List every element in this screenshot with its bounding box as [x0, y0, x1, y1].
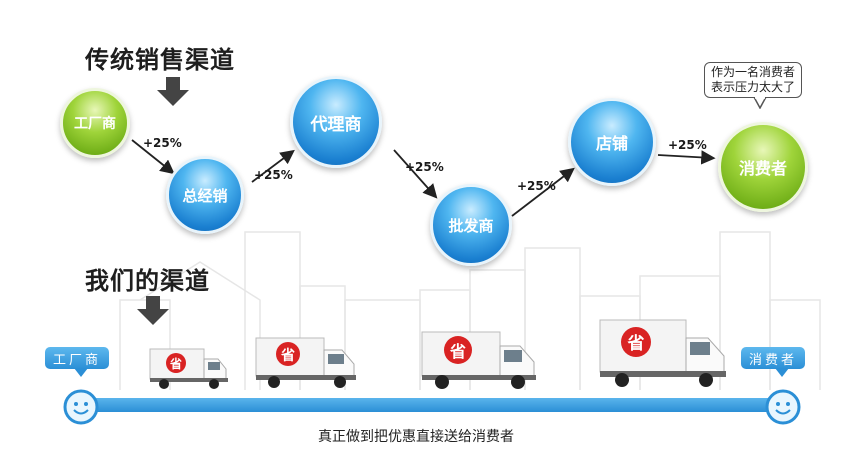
- markup-label: +25%: [405, 160, 444, 174]
- tag-pointer: [775, 368, 789, 377]
- delivery-truck-icon: 省: [255, 337, 356, 388]
- direct-channel-bar: [78, 398, 790, 412]
- timeline-start-label: 工厂商: [53, 352, 102, 368]
- node-consumer-label: 消费者: [738, 159, 787, 178]
- smiley-icon: [765, 389, 801, 425]
- down-arrow-icon: [137, 296, 169, 325]
- truck-badge: 省: [627, 333, 645, 354]
- node-wholesaler: 批发商: [430, 184, 512, 266]
- speech-line-1: 作为一名消费者: [711, 65, 796, 79]
- timeline-start-tag: 工厂商: [45, 347, 110, 369]
- traditional-channel-title: 传统销售渠道: [85, 46, 235, 74]
- timeline-end-label: 消费者: [749, 352, 798, 368]
- truck-badge: 省: [449, 342, 466, 361]
- delivery-truck-icon: 省: [599, 319, 726, 387]
- node-store-label: 店铺: [595, 134, 628, 153]
- speech-bubble-tail: [753, 97, 767, 109]
- node-consumer: 消费者: [718, 122, 808, 212]
- truck-badge: 省: [169, 356, 182, 371]
- tag-pointer: [74, 368, 88, 377]
- node-distributor: 总经销: [166, 156, 244, 234]
- timeline-caption: 真正做到把优惠直接送给消费者: [318, 429, 514, 445]
- truck-badge: 省: [280, 347, 295, 364]
- consumer-speech-bubble: 作为一名消费者 表示压力太大了: [704, 62, 803, 98]
- timeline-end-tag: 消费者: [741, 347, 806, 369]
- node-agent-label: 代理商: [310, 114, 362, 135]
- delivery-truck-icon: 省: [421, 331, 536, 389]
- our-channel-title: 我们的渠道: [85, 267, 210, 295]
- markup-label: +25%: [254, 168, 293, 182]
- node-store: 店铺: [568, 98, 656, 186]
- markup-label: +25%: [517, 179, 556, 193]
- node-factory: 工厂商: [60, 88, 130, 158]
- node-factory-label: 工厂商: [74, 116, 116, 132]
- speech-line-2: 表示压力太大了: [711, 80, 796, 94]
- delivery-truck-icon: 省: [149, 348, 228, 389]
- markup-label: +25%: [143, 136, 182, 150]
- markup-label: +25%: [668, 138, 707, 152]
- node-distributor-label: 总经销: [182, 186, 228, 205]
- node-wholesaler-label: 批发商: [448, 216, 494, 235]
- down-arrow-icon: [157, 77, 189, 106]
- node-agent: 代理商: [290, 76, 382, 168]
- smiley-icon: [63, 389, 99, 425]
